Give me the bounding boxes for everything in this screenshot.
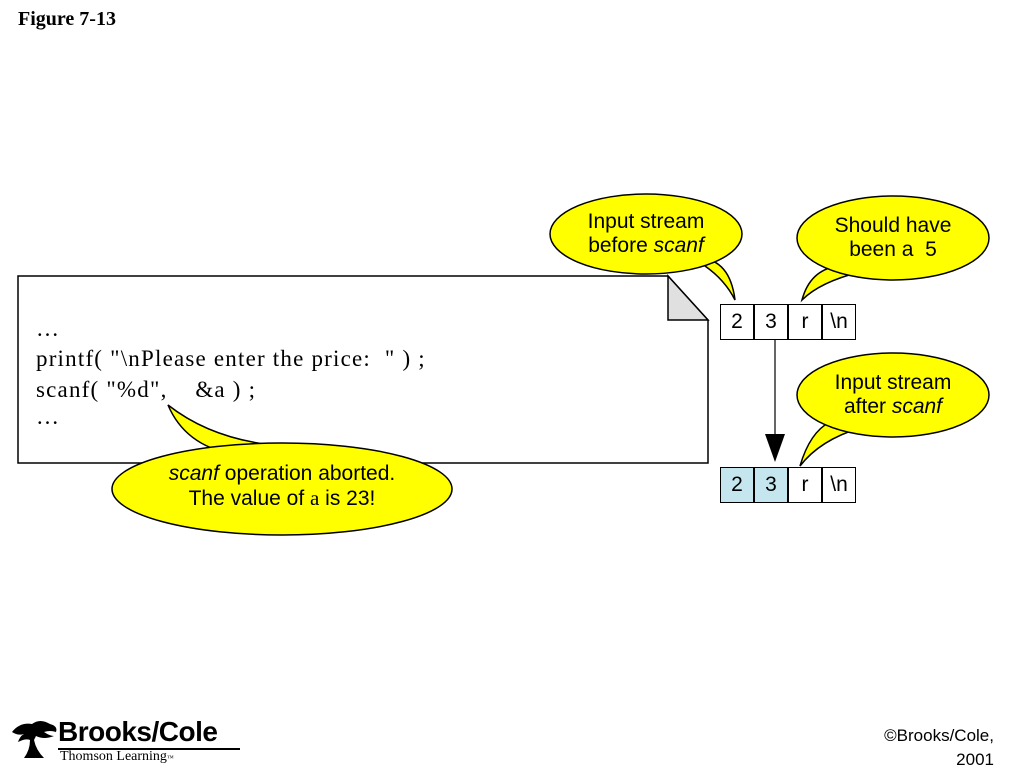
callout-aborted-text: scanf operation aborted. The value of a … — [112, 462, 452, 511]
stream-before-cell: 2 — [720, 304, 754, 340]
callout-should-ellipse — [796, 195, 990, 281]
code-line-ellipsis-top: … — [36, 316, 61, 341]
stream-before-cell: \n — [822, 304, 856, 340]
tree-logo-icon — [12, 721, 57, 758]
copyright-line2: 2001 — [956, 750, 994, 768]
callout-after-text: Input stream after scanf — [803, 371, 983, 419]
brand-name: Brooks/Cole — [58, 716, 218, 747]
stream-before-cell: r — [788, 304, 822, 340]
callout-aborted-line2: The value of a is 23! — [188, 486, 376, 510]
callout-before-line2: before scanf — [588, 234, 704, 257]
callout-after-line1: Input stream — [834, 371, 952, 394]
callout-before-ellipse — [549, 193, 743, 275]
callout-aborted-line1: scanf operation aborted. — [168, 462, 396, 485]
brand-divider — [58, 748, 240, 750]
callout-should-text: Should have been a 5 — [803, 214, 983, 262]
callout-aborted-ellipse — [111, 442, 453, 536]
code-line-scanf: scanf( "%d", &a ) ; — [36, 377, 257, 402]
callout-should-line2: been a 5 — [849, 238, 937, 261]
copyright-notice: ©Brooks/Cole, 2001 — [884, 724, 994, 768]
callout-aborted-bubble — [167, 404, 273, 455]
callout-after-bubble — [799, 421, 861, 467]
stream-after-cell: \n — [822, 467, 856, 503]
callout-should-line1: Should have — [834, 214, 952, 237]
brand-subtitle: Thomson Learning™ — [60, 749, 174, 764]
code-line-ellipsis-bottom: … — [36, 404, 61, 429]
callout-after-line2: after scanf — [843, 395, 943, 418]
transition-arrowhead — [765, 434, 785, 462]
stream-after-cell: 2 — [720, 467, 754, 503]
callout-before-line1: Input stream — [587, 210, 705, 233]
copyright-line1: ©Brooks/Cole, — [884, 726, 994, 745]
stream-after-cell: 3 — [754, 467, 788, 503]
stream-before-cell: 3 — [754, 304, 788, 340]
code-line-printf: printf( "\nPlease enter the price: " ) ; — [36, 346, 426, 371]
callout-before-bubble — [698, 257, 736, 301]
code-page — [17, 275, 709, 464]
callout-before-text: Input stream before scanf — [556, 210, 736, 258]
stream-after-cell: r — [788, 467, 822, 503]
figure-title: Figure 7-13 — [18, 8, 116, 30]
callout-after-ellipse — [796, 352, 990, 438]
page-corner-fold — [667, 274, 710, 321]
